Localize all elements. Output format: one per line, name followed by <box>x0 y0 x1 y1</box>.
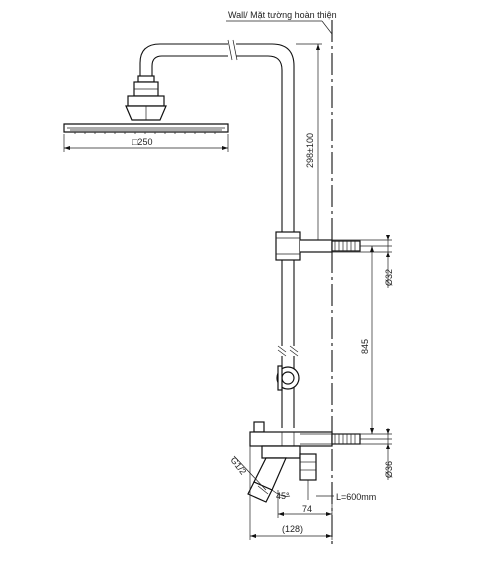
bottom-dimensions: 74 (128) <box>249 446 333 540</box>
dia-bottom-label: Ø36 <box>384 461 394 478</box>
spacing-label: 845 <box>360 339 370 354</box>
shower-arm <box>125 39 295 232</box>
height-adj-label: 298±100 <box>305 133 315 168</box>
diverter-outlet: G1/2 45° L=600mm <box>228 445 376 503</box>
offset-label: 74 <box>302 504 312 514</box>
overhead-shower-head: □250 <box>63 123 229 152</box>
spacing-dimension: 845 <box>360 246 374 434</box>
wall-label: Wall/ Mặt tường hoàn thiện <box>228 10 337 20</box>
thread-label: G1/2 <box>228 455 248 477</box>
mixer-body: Ø36 <box>249 421 394 480</box>
wall: Wall/ Mặt tường hoàn thiện <box>226 10 337 545</box>
height-dimension: 298±100 <box>296 43 322 250</box>
riser-pipe <box>276 260 300 428</box>
head-size-label: □250 <box>132 137 152 147</box>
depth-label: (128) <box>282 524 303 534</box>
dia-top-label: Ø32 <box>384 269 394 286</box>
upper-wall-bracket: Ø32 <box>275 231 394 288</box>
angle-label: 45° <box>276 491 290 501</box>
hose-label: L=600mm <box>336 492 376 502</box>
